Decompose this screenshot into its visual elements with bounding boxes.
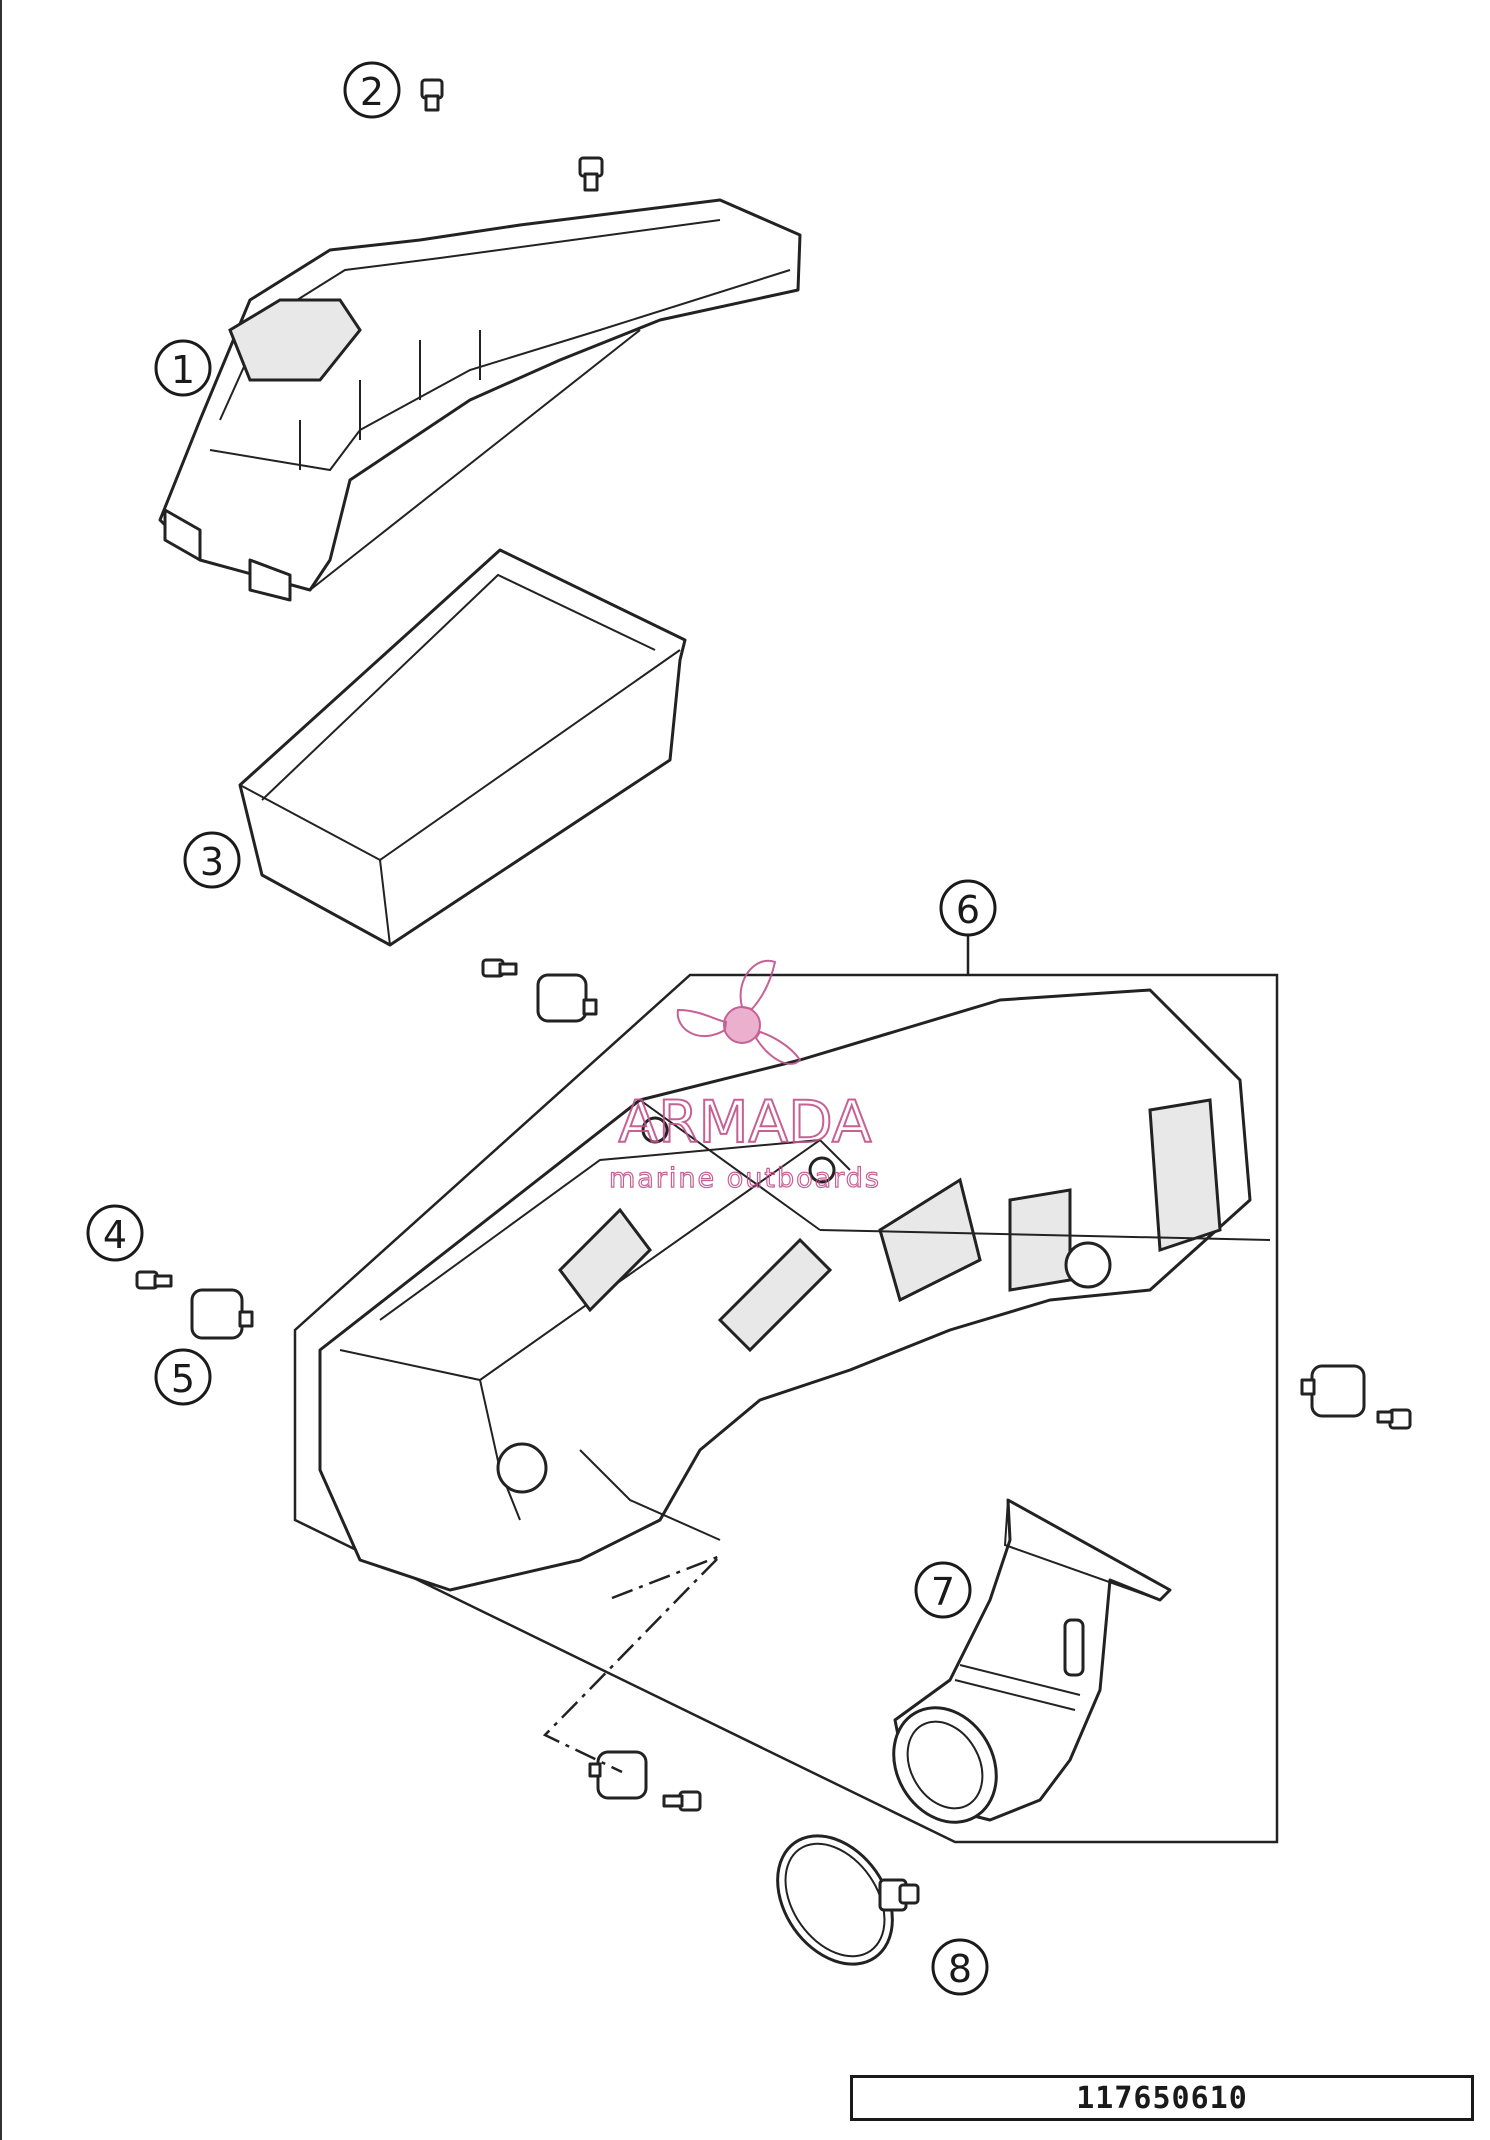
callout-2-label: 2 xyxy=(360,70,384,114)
callout-2: 2 xyxy=(343,61,401,119)
screw-top-damper xyxy=(481,958,518,978)
rubber-damper-right xyxy=(1300,1364,1366,1418)
assembly-frame-part-6 xyxy=(293,973,1279,1844)
intake-boot-part-7 xyxy=(892,1498,1172,1824)
callout-5: 5 xyxy=(154,1348,212,1406)
screw-part-2 xyxy=(420,78,444,112)
watermark-brand: ARMADA xyxy=(618,1088,871,1156)
screw-part-4 xyxy=(135,1270,173,1290)
callout-6-label: 6 xyxy=(956,888,980,932)
armada-watermark: ARMADA marine outboards xyxy=(608,959,881,1195)
callout-8-label: 8 xyxy=(948,1947,972,1991)
airbox-body-part-6 xyxy=(318,988,1271,1592)
rubber-damper-part-5 xyxy=(190,1288,254,1340)
callout-3: 3 xyxy=(183,831,241,889)
page-left-border xyxy=(0,0,2,2140)
callout-4-label: 4 xyxy=(103,1213,127,1257)
screw-bottom-damper xyxy=(662,1790,702,1812)
air-filter-part-3 xyxy=(238,548,687,947)
assembly-centre-line xyxy=(542,1554,721,1774)
airbox-cover-part-1 xyxy=(158,198,802,602)
rubber-damper-top xyxy=(536,973,598,1023)
propeller-icon xyxy=(676,959,802,1065)
rubber-damper-bottom xyxy=(588,1750,648,1800)
callout-6: 6 xyxy=(939,879,997,937)
callout-8: 8 xyxy=(931,1938,989,1996)
screw-right-damper xyxy=(1376,1408,1412,1430)
callout-1: 1 xyxy=(154,339,212,397)
callout-5-label: 5 xyxy=(171,1357,195,1401)
screw-airbox-lid xyxy=(578,156,604,192)
callout-4: 4 xyxy=(86,1204,144,1262)
callout-1-label: 1 xyxy=(171,348,195,392)
callout-7: 7 xyxy=(914,1561,972,1619)
callout-3-label: 3 xyxy=(200,840,224,884)
drawing-number: 117650610 xyxy=(1076,2080,1248,2116)
hose-clamp-part-8 xyxy=(776,1834,920,1966)
drawing-number-box: 117650610 xyxy=(850,2075,1474,2121)
callout-7-label: 7 xyxy=(931,1570,955,1614)
watermark-tagline: marine outboards xyxy=(609,1163,881,1194)
